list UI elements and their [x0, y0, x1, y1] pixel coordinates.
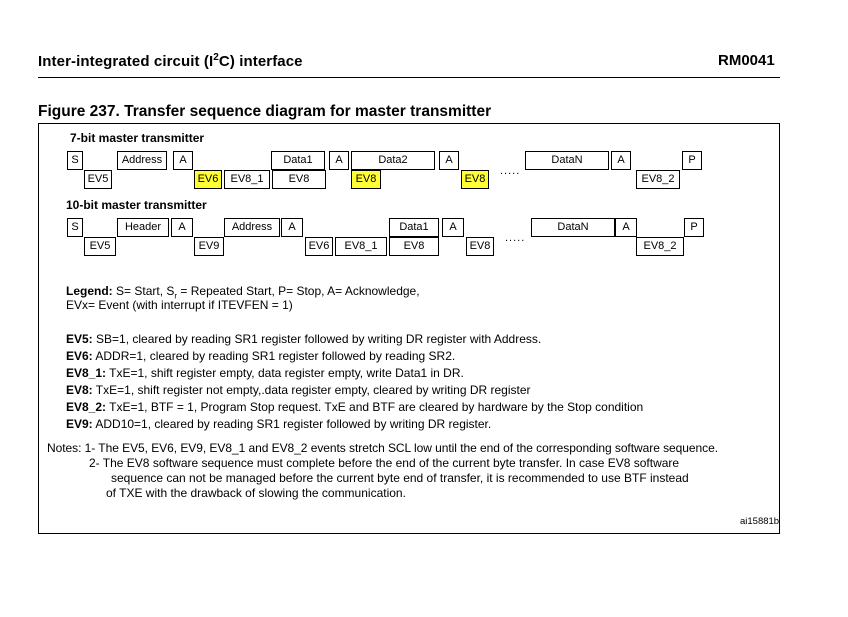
- seven-bit-title: 7-bit master transmitter: [70, 131, 205, 145]
- ten-bit-bottom-cell-ev8: EV8: [389, 237, 439, 256]
- seven-bit-bottom-cell-ev8-1: EV8_1: [224, 170, 270, 189]
- seven-bit-bottom-cell-ev8: EV8: [272, 170, 326, 189]
- legend-line-1: Legend: S= Start, Sr = Repeated Start, P…: [66, 284, 420, 301]
- note-2: 2- The EV8 software sequence must comple…: [89, 456, 680, 470]
- figure-frame: [38, 123, 780, 534]
- seven-bit-bottom-cell-ev8-2: EV8_2: [636, 170, 680, 189]
- ten-bit-ellipsis: .....: [505, 232, 526, 244]
- seven-bit-top-cell-data2: Data2: [351, 151, 435, 170]
- section-title: Inter-integrated circuit (I2C) interface: [38, 52, 303, 70]
- ten-bit-top-cell-a: A: [171, 218, 193, 237]
- ten-bit-bottom-cell-ev9: EV9: [194, 237, 224, 256]
- seven-bit-bottom-cell-ev6: EV6: [194, 170, 222, 189]
- ten-bit-top-cell-a: A: [281, 218, 303, 237]
- header-rule: [38, 77, 780, 78]
- ten-bit-top-cell-header: Header: [117, 218, 169, 237]
- seven-bit-bottom-cell-ev8: EV8: [351, 170, 381, 189]
- ten-bit-top-cell-p: P: [684, 218, 704, 237]
- seven-bit-top-cell-data1: Data1: [271, 151, 325, 170]
- ten-bit-top-cell-s: S: [67, 218, 83, 237]
- ten-bit-top-cell-a: A: [442, 218, 464, 237]
- note-2-continued-2: of TXE with the drawback of slowing the …: [106, 486, 406, 500]
- seven-bit-bottom-cell-ev8: EV8: [461, 170, 489, 189]
- event-ev8-2: EV8_2: TxE=1, BTF = 1, Program Stop requ…: [66, 400, 644, 414]
- seven-bit-top-cell-address: Address: [117, 151, 167, 170]
- event-ev8-1: EV8_1: TxE=1, shift register empty, data…: [66, 366, 464, 380]
- legend-line-2: EVx= Event (with interrupt if ITEVFEN = …: [66, 298, 293, 312]
- seven-bit-top-cell-datan: DataN: [525, 151, 609, 170]
- seven-bit-top-cell-s: S: [67, 151, 83, 170]
- seven-bit-top-cell-a: A: [329, 151, 349, 170]
- seven-bit-top-cell-a: A: [611, 151, 631, 170]
- document-reference: RM0041: [718, 52, 775, 69]
- ten-bit-top-cell-data1: Data1: [389, 218, 439, 237]
- note-2-continued: sequence can not be managed before the c…: [111, 471, 689, 485]
- event-ev5: EV5: SB=1, cleared by reading SR1 regist…: [66, 332, 542, 346]
- seven-bit-top-cell-a: A: [439, 151, 459, 170]
- ten-bit-bottom-cell-ev8-1: EV8_1: [335, 237, 387, 256]
- event-ev6: EV6: ADDR=1, cleared by reading SR1 regi…: [66, 349, 456, 363]
- figure-id: ai15881b: [740, 516, 779, 527]
- ten-bit-bottom-cell-ev6: EV6: [305, 237, 333, 256]
- ten-bit-top-cell-datan: DataN: [531, 218, 615, 237]
- seven-bit-top-cell-a: A: [173, 151, 193, 170]
- ten-bit-title: 10-bit master transmitter: [66, 198, 207, 212]
- ten-bit-bottom-cell-ev5: EV5: [84, 237, 116, 256]
- figure-title: Figure 237. Transfer sequence diagram fo…: [38, 103, 492, 120]
- seven-bit-top-cell-p: P: [682, 151, 702, 170]
- ten-bit-top-cell-a: A: [615, 218, 637, 237]
- ten-bit-top-cell-address: Address: [224, 218, 280, 237]
- event-ev9: EV9: ADD10=1, cleared by reading SR1 reg…: [66, 417, 492, 431]
- ten-bit-bottom-cell-ev8-2: EV8_2: [636, 237, 684, 256]
- seven-bit-bottom-cell-ev5: EV5: [84, 170, 112, 189]
- event-ev8: EV8: TxE=1, shift register not empty,.da…: [66, 383, 531, 397]
- ten-bit-bottom-cell-ev8: EV8: [466, 237, 494, 256]
- seven-bit-ellipsis: .....: [500, 165, 521, 177]
- note-1: Notes: 1- The EV5, EV6, EV9, EV8_1 and E…: [47, 441, 719, 455]
